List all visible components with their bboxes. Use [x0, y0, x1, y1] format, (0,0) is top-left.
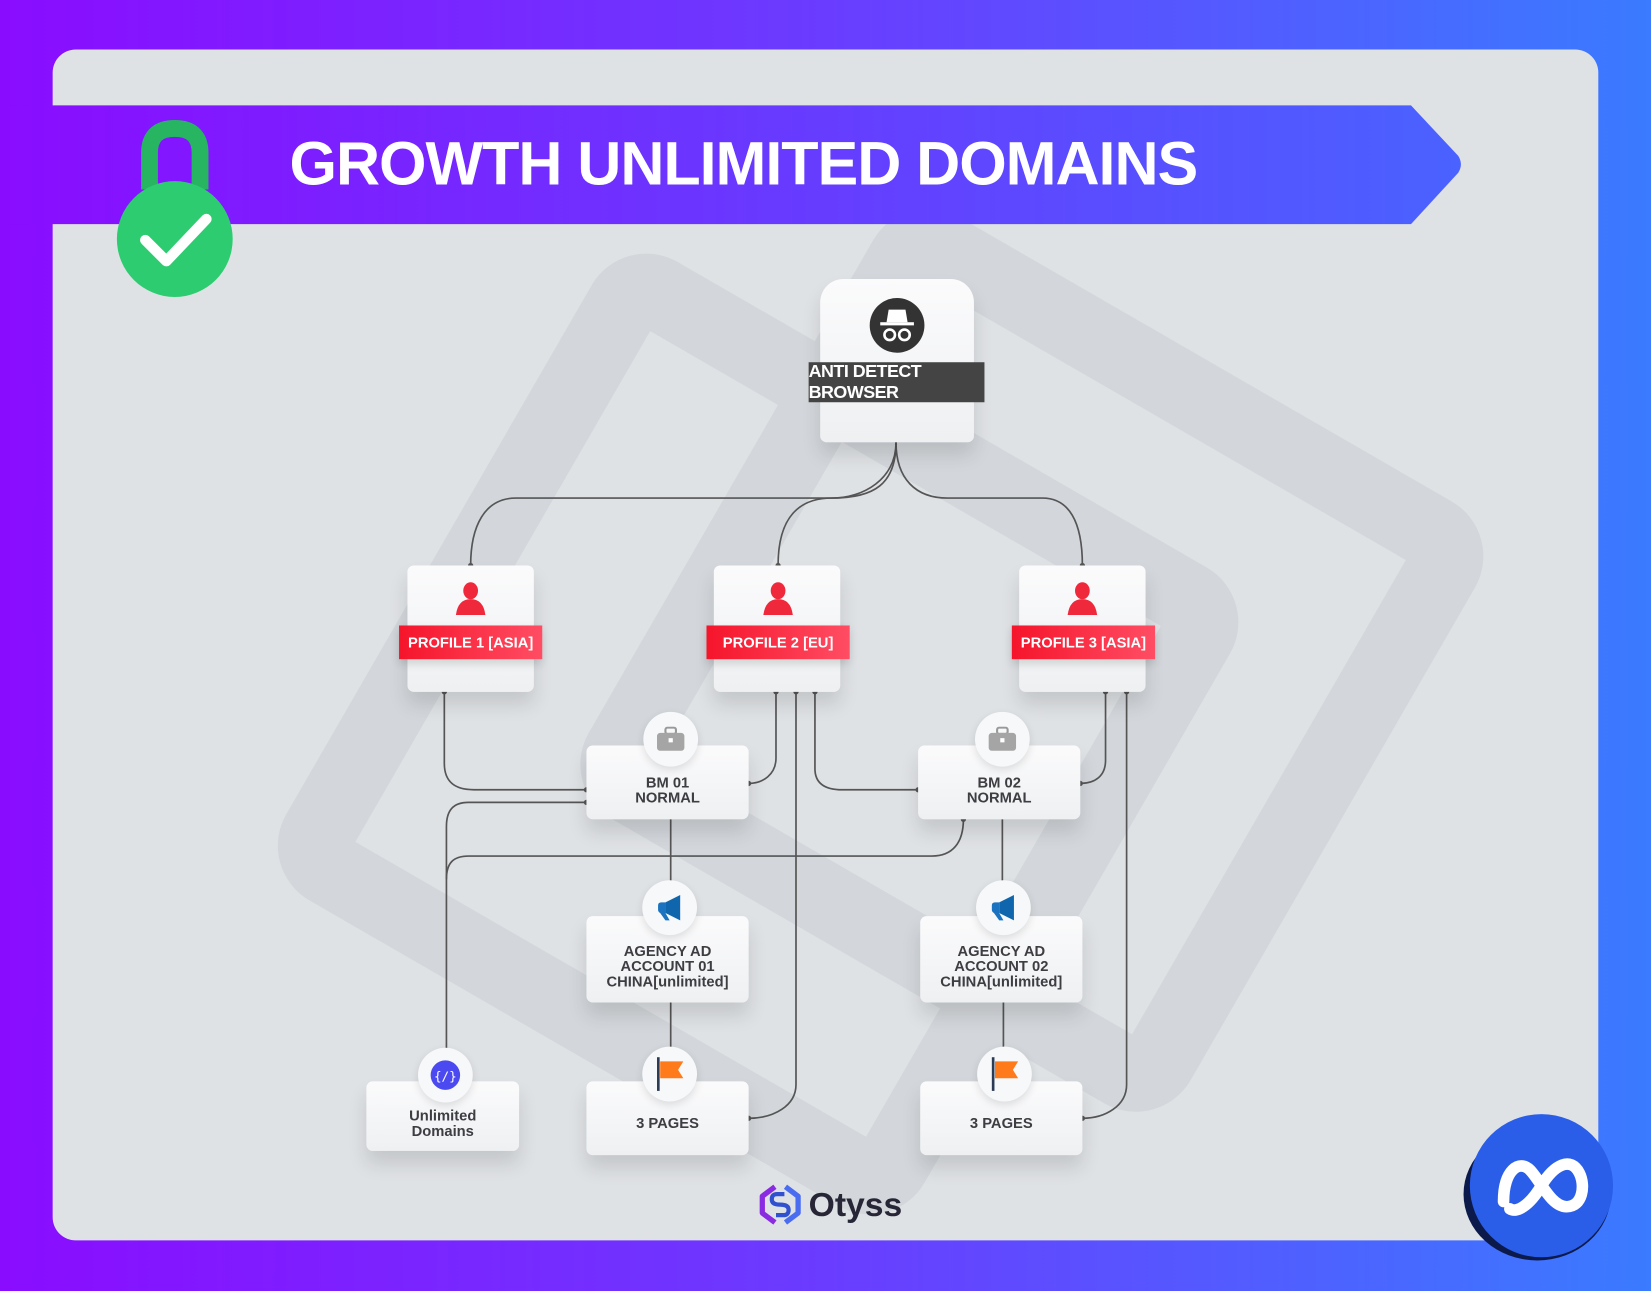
- code-icon: {/}: [418, 1047, 473, 1103]
- domains-label: Domains: [411, 1122, 474, 1140]
- megaphone-icon: [976, 880, 1031, 936]
- flag-icon: [642, 1046, 698, 1102]
- meta-logo-icon: [1463, 1114, 1614, 1261]
- bm-status: NORMAL: [635, 788, 700, 806]
- page-title: GROWTH UNLIMITED DOMAINS: [289, 129, 1199, 198]
- ad-account-line: ACCOUNT 01: [620, 957, 715, 975]
- user-icon: [1067, 582, 1098, 615]
- incognito-icon: [869, 297, 925, 353]
- user-icon: [763, 582, 793, 615]
- profile-label: PROFILE 2 [EU]: [706, 625, 850, 660]
- briefcase-icon: [974, 711, 1030, 767]
- ad-account-line: ACCOUNT 02: [954, 957, 1049, 975]
- ad-account-line: AGENCY AD: [957, 942, 1046, 960]
- pages-label: 3 PAGES: [969, 1114, 1033, 1131]
- pages-label: 3 PAGES: [636, 1114, 699, 1131]
- profile-label: PROFILE 1 [ASIA]: [399, 625, 543, 660]
- title-banner: [0, 105, 1461, 225]
- profile-label: PROFILE 3 [ASIA]: [1011, 625, 1156, 660]
- ad-account-line: AGENCY AD: [623, 942, 712, 960]
- domains-label: Unlimited: [409, 1106, 477, 1124]
- megaphone-icon: [642, 880, 698, 936]
- bm-status: NORMAL: [966, 788, 1032, 806]
- bm-name: BM 01: [645, 773, 690, 791]
- otyss-logo-text: Otyss: [808, 1185, 903, 1224]
- bm-name: BM 02: [977, 773, 1021, 791]
- bm-node: BM 01 NORMAL: [586, 745, 749, 820]
- otyss-logo: Otyss: [756, 1184, 902, 1226]
- browser-node: [820, 279, 974, 443]
- briefcase-icon: [643, 711, 699, 767]
- ad-account-node: AGENCY AD ACCOUNT 02 CHINA[unlimited]: [920, 916, 1083, 1003]
- browser-label: ANTI DETECT BROWSER: [808, 361, 985, 403]
- svg-text:{/}: {/}: [434, 1068, 457, 1083]
- flag-icon: [977, 1046, 1032, 1102]
- otyss-logo-icon: [759, 1184, 801, 1225]
- ad-account-line: CHINA[unlimited]: [606, 972, 729, 990]
- user-icon: [455, 582, 486, 615]
- unlocked-check-icon: [116, 120, 233, 297]
- ad-account-line: CHINA[unlimited]: [940, 972, 1063, 990]
